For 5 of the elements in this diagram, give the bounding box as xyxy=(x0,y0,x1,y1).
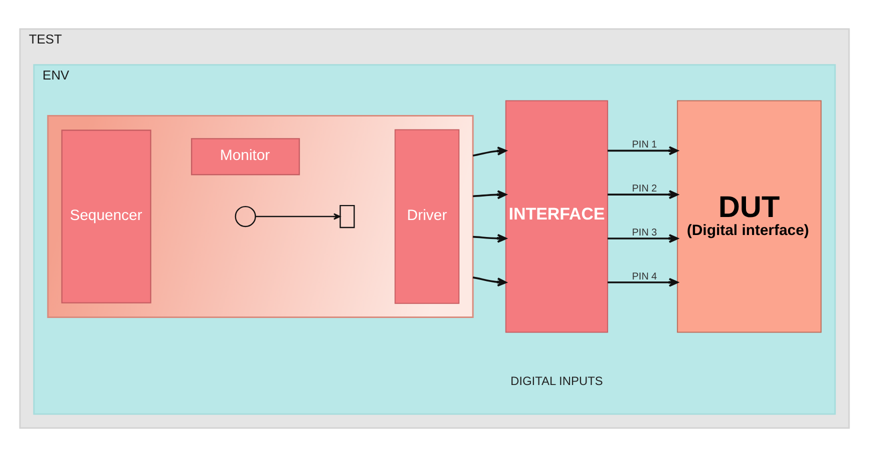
edge-label: PIN 3 xyxy=(632,226,657,238)
node-label: DIGITAL INPUTS xyxy=(510,374,603,388)
edge-label: PIN 1 xyxy=(632,139,657,150)
edge-label: PIN 2 xyxy=(632,183,657,194)
edge-label: PIN 4 xyxy=(632,270,657,282)
